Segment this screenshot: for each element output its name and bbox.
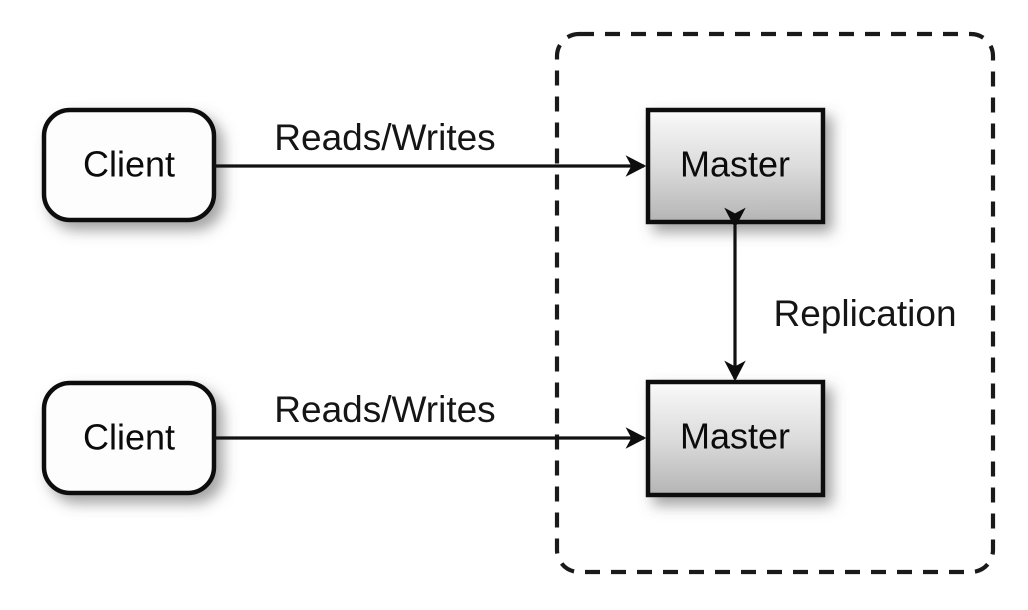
edge-reads-writes-bottom-label: Reads/Writes	[274, 389, 495, 430]
node-master-top[interactable]: Master	[645, 107, 826, 225]
edge-reads-writes-top-label: Reads/Writes	[274, 117, 495, 158]
master-bottom-label: Master	[680, 416, 790, 457]
edge-reads-writes-bottom[interactable]: Reads/Writes	[214, 389, 647, 449]
master-bottom-shape	[645, 379, 826, 498]
edge-replication-label: Replication	[773, 293, 956, 334]
master-top-label: Master	[680, 144, 790, 185]
node-client-bottom[interactable]: Client	[41, 380, 217, 496]
node-master-bottom[interactable]: Master	[645, 379, 826, 498]
edge-replication[interactable]: Replication	[724, 207, 957, 382]
master-top-shape	[645, 107, 826, 225]
replication-group-boundary	[554, 31, 996, 575]
client-bottom-label: Client	[83, 417, 175, 458]
edge-reads-writes-top[interactable]: Reads/Writes	[214, 117, 647, 177]
client-top-label: Client	[83, 144, 175, 185]
node-client-top[interactable]: Client	[41, 107, 217, 223]
